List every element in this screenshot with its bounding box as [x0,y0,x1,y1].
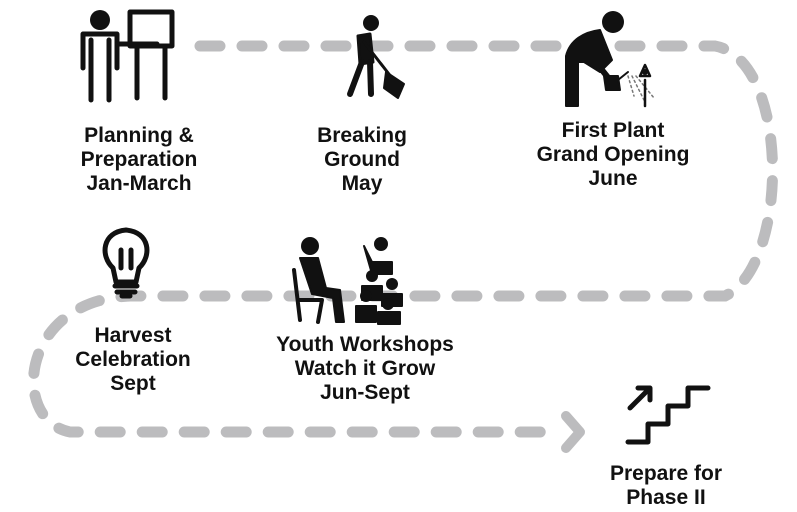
teacher-students-icon [292,237,403,325]
lightbulb-icon [102,227,150,299]
presenter-whiteboard-icon [80,9,175,103]
stairs-arrow-icon [625,385,711,445]
person-digging-icon [347,15,405,99]
path-arrowhead [561,411,585,453]
watering-plant-icon [565,11,655,108]
timeline-path [28,40,779,438]
